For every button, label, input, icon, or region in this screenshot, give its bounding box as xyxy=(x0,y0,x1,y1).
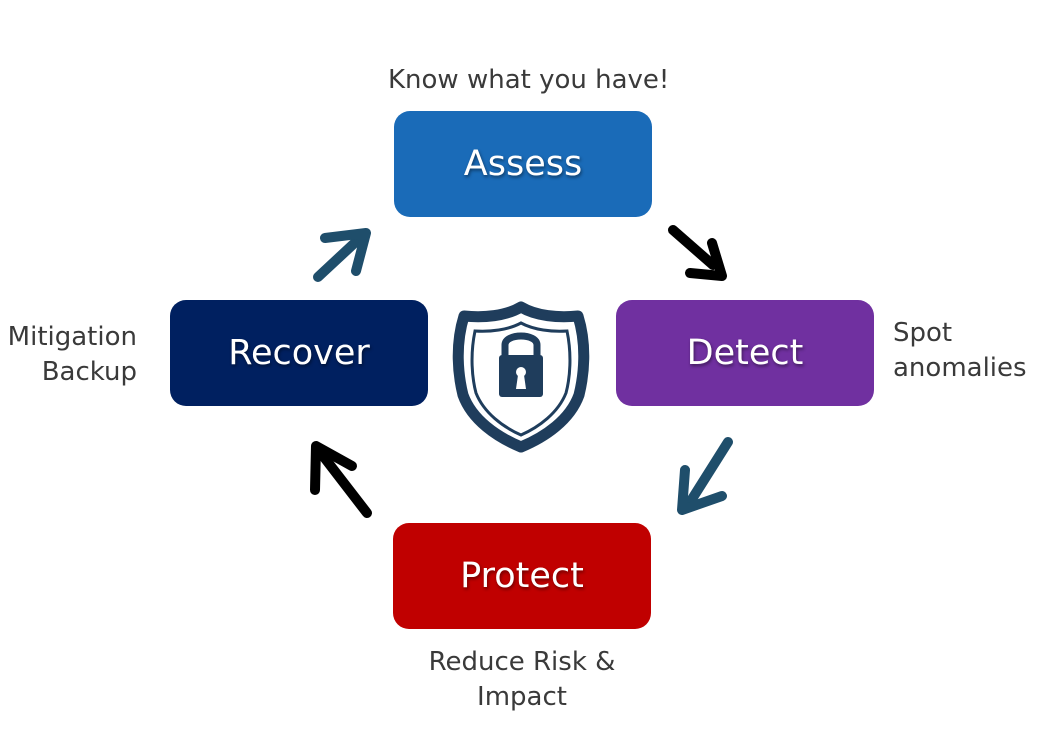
recover-note-line-2: Backup xyxy=(41,357,137,387)
arrow-detect-to-protect xyxy=(677,437,733,515)
protect-note-line-1: Reduce Risk & xyxy=(428,647,616,677)
protect-note: Reduce Risk & Impact xyxy=(393,645,651,715)
arrow-recover-to-assess xyxy=(313,228,371,282)
protect-box: Protect xyxy=(393,523,651,629)
recover-note-line-1: Mitigation xyxy=(7,322,137,352)
assess-note: Know what you have! xyxy=(388,65,670,95)
detect-note-line-2: anomalies xyxy=(893,353,1027,383)
shield-lock-icon xyxy=(452,301,590,453)
assess-box: Assess xyxy=(394,111,652,217)
detect-label: Detect xyxy=(686,333,804,373)
recover-note: Mitigation Backup xyxy=(0,320,137,390)
assess-label: Assess xyxy=(463,144,583,184)
protect-note-line-2: Impact xyxy=(477,682,567,712)
padlock-shackle xyxy=(501,332,541,357)
arrow-protect-to-recover xyxy=(310,441,372,518)
recover-box: Recover xyxy=(170,300,428,406)
detect-note-line-1: Spot xyxy=(893,318,953,348)
arrow-assess-to-detect xyxy=(668,225,727,281)
detect-box: Detect xyxy=(616,300,874,406)
recover-label: Recover xyxy=(228,333,370,373)
protect-label: Protect xyxy=(460,556,584,596)
padlock-keyhole xyxy=(516,367,526,377)
detect-note: Spot anomalies xyxy=(893,316,1027,386)
